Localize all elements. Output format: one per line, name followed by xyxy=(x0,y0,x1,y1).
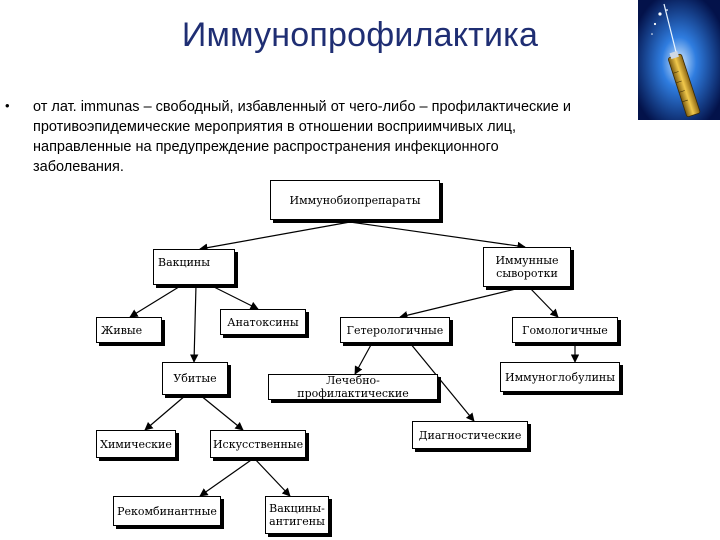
node-label: Иммунные xyxy=(495,254,559,267)
connector xyxy=(199,221,351,252)
connector xyxy=(144,394,187,431)
node-heterologous: Гетерологичные xyxy=(340,317,450,343)
node-artificial: Искусственные xyxy=(210,430,306,458)
node-killed: Убитые xyxy=(162,362,228,395)
slide-title: Иммунопрофилактика xyxy=(181,16,539,54)
node-anatoxins: Анатоксины xyxy=(220,309,306,335)
node-label: Лечебно-профилактические xyxy=(297,374,409,400)
connector xyxy=(349,221,526,251)
node-therapeutic-prophylactic: Лечебно-профилактические xyxy=(268,374,438,400)
definition-line: заболевания. xyxy=(33,159,124,175)
connector xyxy=(399,285,529,320)
definition-text: от лат. immunas – свободный, избавленный… xyxy=(33,97,645,177)
connector xyxy=(354,342,373,375)
node-label: сыворотки xyxy=(496,267,558,280)
node-label: Гетерологичные xyxy=(346,323,444,337)
definition-line: противоэпидемические мероприятия в отнош… xyxy=(33,119,517,135)
node-chemical: Химические xyxy=(96,430,176,458)
connector xyxy=(129,284,183,318)
node-immune-serums: Иммунные сыворотки xyxy=(483,247,571,287)
node-vaccines: Вакцины xyxy=(153,249,235,285)
node-label: Диагностические xyxy=(418,428,522,442)
node-label: Вакцины- xyxy=(269,502,325,515)
node-recombinant: Рекомбинантные xyxy=(113,496,221,526)
connector xyxy=(209,284,259,310)
connector xyxy=(409,342,475,422)
definition-line: от лат. immunas – свободный, избавленный… xyxy=(33,99,571,115)
node-label: Искусственные xyxy=(212,437,304,451)
connector xyxy=(199,457,255,497)
node-label: Иммунобиопрепараты xyxy=(289,193,421,207)
node-label: Убитые xyxy=(173,372,217,385)
node-immunobiopreparations: Иммунобиопрепараты xyxy=(270,180,440,220)
node-homologous: Гомологичные xyxy=(512,317,618,343)
node-label: Иммуноглобулины xyxy=(504,370,615,384)
connector xyxy=(253,457,291,497)
node-label: Рекомбинантные xyxy=(117,504,217,518)
node-label: антигены xyxy=(269,515,325,528)
node-diagnostic: Диагностические xyxy=(412,421,528,449)
node-label: Вакцины xyxy=(158,256,211,269)
node-vaccine-antigens: Вакцины- антигены xyxy=(265,496,329,534)
node-label: Анатоксины xyxy=(227,315,299,329)
node-label: Гомологичные xyxy=(522,323,608,337)
connector xyxy=(189,284,199,363)
node-live: Живые xyxy=(96,317,162,343)
node-label: Химические xyxy=(100,437,172,451)
connector xyxy=(527,285,559,318)
syringe-image xyxy=(638,0,720,120)
node-immunoglobulins: Иммуноглобулины xyxy=(500,362,620,392)
bullet-marker: • xyxy=(5,98,10,113)
connector xyxy=(199,394,244,431)
definition-line: направленные на предупреждение распростр… xyxy=(33,139,499,155)
node-label: Живые xyxy=(101,323,143,337)
